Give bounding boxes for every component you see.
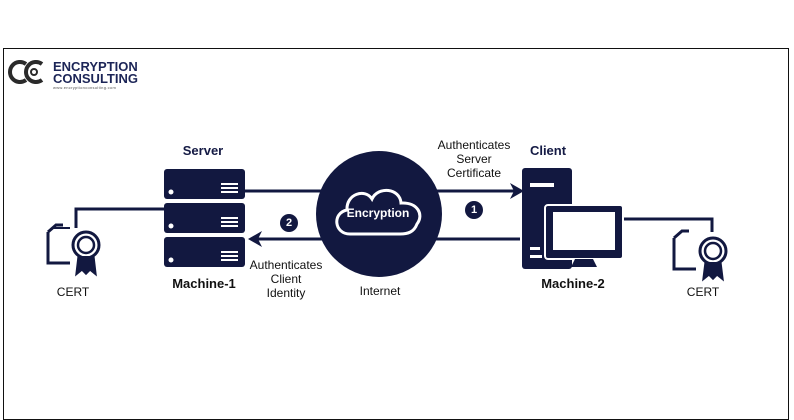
step-1-label-line: Authenticates xyxy=(437,138,511,152)
step-2-label: Authenticates Client Identity xyxy=(250,258,323,300)
client-title: Client xyxy=(529,143,567,158)
step-2-label-line: Client xyxy=(270,272,302,286)
arrowhead-left-icon xyxy=(248,231,262,247)
cloud-icon xyxy=(335,189,422,236)
step-2-label-line: Authenticates xyxy=(249,258,323,272)
step-2-label-line: Identity xyxy=(266,286,306,300)
step-1-badge xyxy=(465,201,483,219)
client-machine-name: Machine-2 xyxy=(541,276,605,291)
server-certificate-icon xyxy=(46,223,101,277)
logo-text-line2: CONSULTING xyxy=(53,71,138,86)
step-2-badge xyxy=(280,214,298,232)
encryption-label: Encryption xyxy=(346,206,410,220)
logo-text-line1: ENCRYPTION xyxy=(53,59,138,74)
step-1-number: 1 xyxy=(470,204,478,216)
arrowhead-right-icon xyxy=(510,183,524,199)
desktop-computer-icon xyxy=(522,168,624,269)
server-cert-label: CERT xyxy=(56,285,90,299)
logo-url: www.encryptionconsulting.com xyxy=(53,85,117,90)
client-certificate-icon xyxy=(672,229,728,282)
internet-label: Internet xyxy=(359,284,401,298)
server-stack-icon xyxy=(164,169,245,267)
step-2-number: 2 xyxy=(285,217,293,229)
client-cert-link xyxy=(622,217,714,232)
server-machine-name: Machine-1 xyxy=(172,276,236,291)
logo-mark-icon xyxy=(8,60,44,84)
step-1-label-line: Server xyxy=(456,152,492,166)
step-1-label-line: Certificate xyxy=(446,166,502,180)
client-cert-label: CERT xyxy=(686,285,720,299)
server-cert-link xyxy=(74,207,164,228)
step-1-label: Authenticates Server Certificate xyxy=(438,138,511,180)
server-title: Server xyxy=(182,143,224,158)
